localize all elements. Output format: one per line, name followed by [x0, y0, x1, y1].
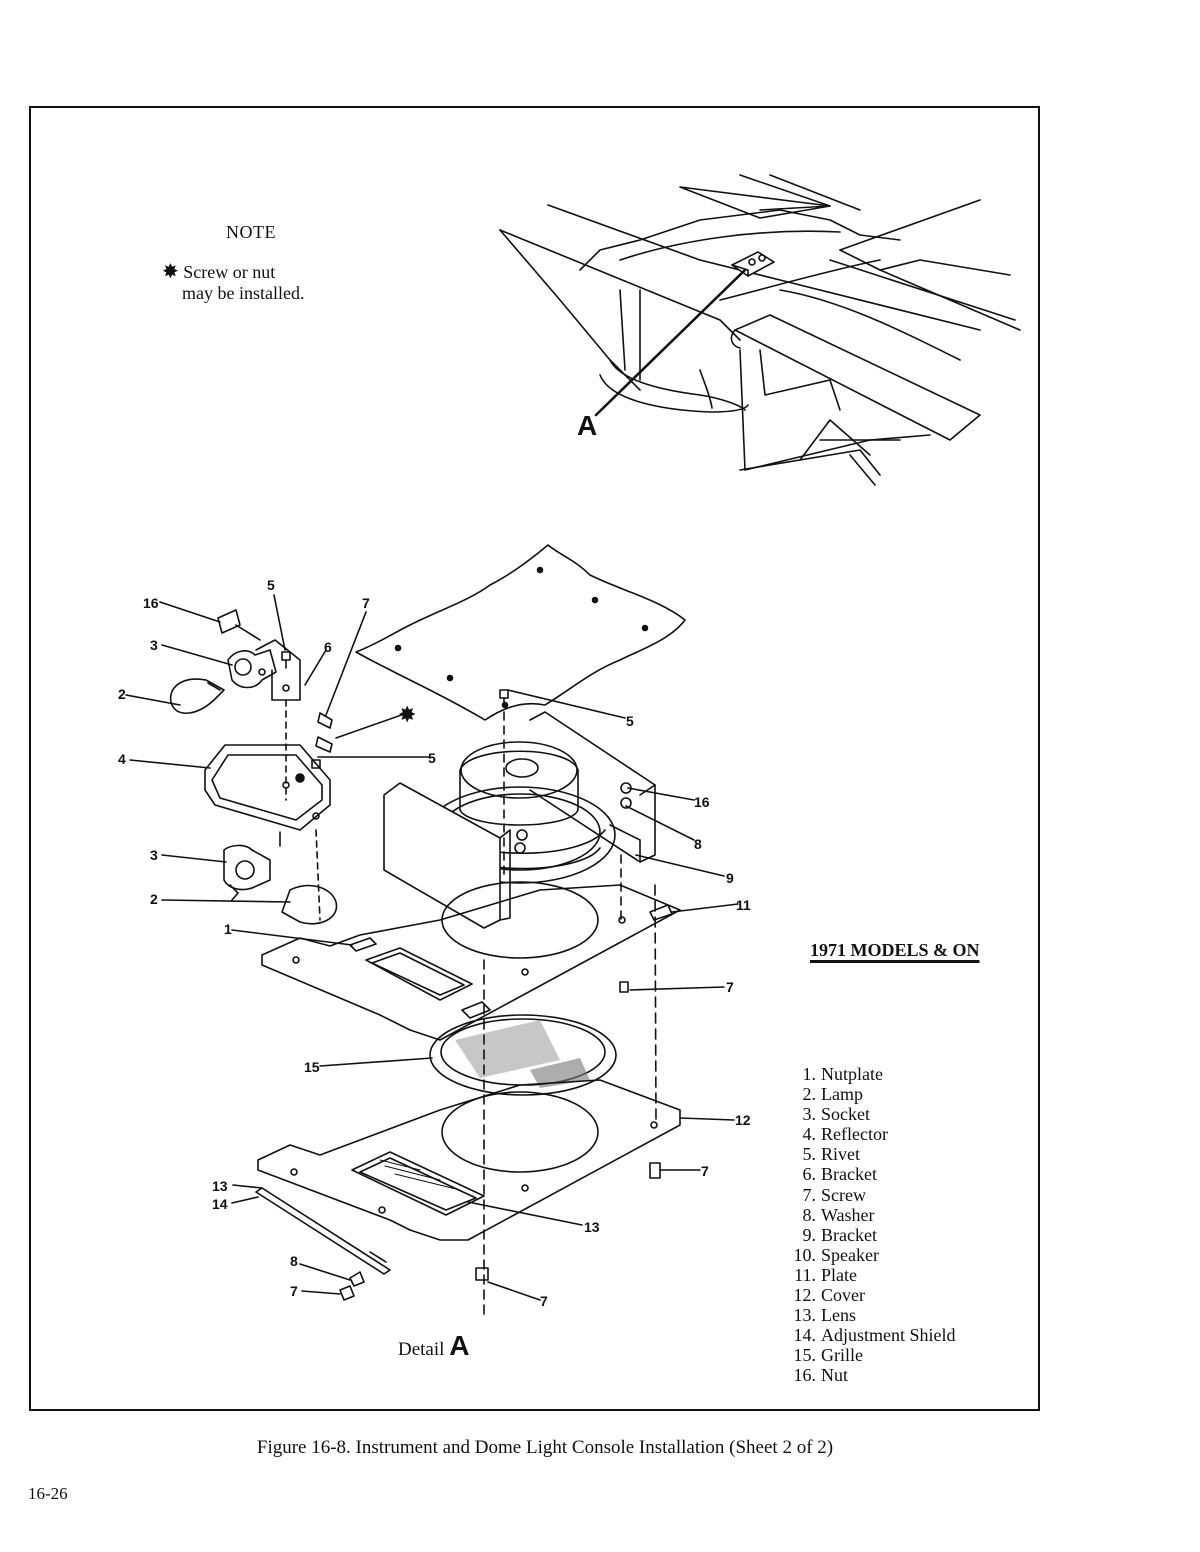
- detail-text: Detail: [398, 1339, 445, 1360]
- parts-legend: 1.Nutplate 2.Lamp 3.Socket 4.Reflector 5…: [780, 1064, 956, 1386]
- legend-item: 7.Screw: [802, 1184, 866, 1205]
- callout-5-right: 5: [626, 713, 634, 729]
- wing-spar: [734, 314, 981, 441]
- cover-outline: [257, 1079, 681, 1241]
- callout-6: 6: [324, 639, 332, 655]
- callout-14: 14: [212, 1196, 228, 1212]
- callout-15: 15: [304, 1059, 320, 1075]
- bracket-6: [255, 639, 301, 701]
- plate-window: [365, 947, 473, 1001]
- legend-item: 16.Nut: [793, 1365, 849, 1386]
- legend-item: 1.Nutplate: [802, 1064, 883, 1084]
- callout-leaders: [125, 594, 739, 1301]
- callout-5-top: 5: [267, 577, 275, 593]
- detail-label: Detail A: [398, 1330, 469, 1362]
- bracket-9-front: [383, 782, 501, 929]
- models-label: 1971 MODELS & ON: [810, 940, 980, 960]
- leader-line-a: [594, 268, 747, 417]
- socket-top: [227, 649, 277, 689]
- callout-7-bottom-right: 7: [540, 1293, 548, 1309]
- legend-item: 6.Bracket: [802, 1164, 877, 1185]
- callout-12: 12: [735, 1112, 751, 1128]
- dome-light-mount: [731, 251, 775, 277]
- legend-item: 14.Adjustment Shield: [793, 1325, 956, 1346]
- nut-16-top: [217, 609, 241, 634]
- legend-item: 13.Lens: [793, 1305, 857, 1326]
- callout-16-top: 16: [143, 595, 159, 611]
- asterisk-star-icon: ✸: [162, 261, 179, 283]
- legend-item: 9.Bracket: [802, 1224, 877, 1245]
- legend-item: 15.Grille: [793, 1345, 864, 1366]
- aircraft-cabin-view: [499, 174, 1021, 486]
- legend-item: 2.Lamp: [802, 1084, 864, 1105]
- asterisk-star-marker-icon: ✸: [398, 702, 416, 727]
- callout-13-right: 13: [584, 1219, 600, 1235]
- note-body: ✸ Screw or nut may be installed.: [162, 262, 304, 304]
- cover-12: [257, 1079, 681, 1281]
- legend-item: 10.Speaker: [793, 1244, 879, 1265]
- callout-13-left: 13: [212, 1178, 228, 1194]
- callout-3-bottom: 3: [150, 847, 158, 863]
- callout-11: 11: [736, 897, 751, 913]
- callout-4: 4: [118, 751, 126, 767]
- reflector-4: [204, 744, 331, 831]
- lower-lamp-assembly: [223, 831, 338, 925]
- speaker-magnet: [459, 750, 579, 826]
- windshield-frame-top: [679, 186, 831, 219]
- callout-numbers: 16 5 7 3 6 2 4 5 5 16 8 3 9 2 11 1 7 15 …: [118, 577, 751, 1309]
- plate-11: [261, 881, 681, 1041]
- lamp-bottom: [281, 884, 338, 925]
- note-line-1: Screw or nut: [183, 262, 276, 282]
- callout-9: 9: [726, 870, 734, 886]
- legend-item: 5.Rivet: [802, 1144, 861, 1165]
- callout-7-plate: 7: [726, 979, 734, 995]
- callout-7-bottom-left: 7: [290, 1283, 298, 1299]
- callout-3-top: 3: [150, 637, 158, 653]
- adjustment-shield-14: [255, 1187, 391, 1301]
- headliner-sheet: [355, 544, 686, 721]
- callout-2-top: 2: [118, 686, 126, 702]
- legend-item: 3.Socket: [802, 1104, 871, 1125]
- note-heading: NOTE: [226, 222, 276, 242]
- note-line-2: may be installed.: [182, 283, 305, 303]
- callout-2-bottom: 2: [150, 891, 158, 907]
- legend-item: 12.Cover: [793, 1285, 866, 1306]
- view-a-label: A: [577, 410, 597, 441]
- figure-frame: [29, 106, 1040, 1411]
- lens-13: [351, 1151, 485, 1216]
- callout-7-top: 7: [362, 595, 370, 611]
- grille-15: [429, 959, 617, 1321]
- legend-item: 4.Reflector: [802, 1124, 888, 1145]
- callout-5-middle: 5: [428, 750, 436, 766]
- upper-lamp-assembly: [169, 609, 333, 921]
- callout-7-cover: 7: [701, 1163, 709, 1179]
- callout-8-bottom: 8: [290, 1253, 298, 1269]
- detail-letter: A: [449, 1330, 470, 1361]
- page-number: 16-26: [28, 1484, 68, 1503]
- legend-item: 11.Plate: [794, 1264, 857, 1285]
- callout-16-right: 16: [694, 794, 710, 810]
- speaker-assembly: [383, 689, 657, 1121]
- lamp-top: [169, 678, 225, 714]
- callout-1: 1: [224, 921, 232, 937]
- callout-8-right: 8: [694, 836, 702, 852]
- figure-caption: Figure 16-8. Instrument and Dome Light C…: [256, 1437, 834, 1458]
- socket-bottom: [223, 844, 271, 891]
- legend-item: 8.Washer: [802, 1204, 875, 1225]
- plate-outline: [261, 884, 681, 1041]
